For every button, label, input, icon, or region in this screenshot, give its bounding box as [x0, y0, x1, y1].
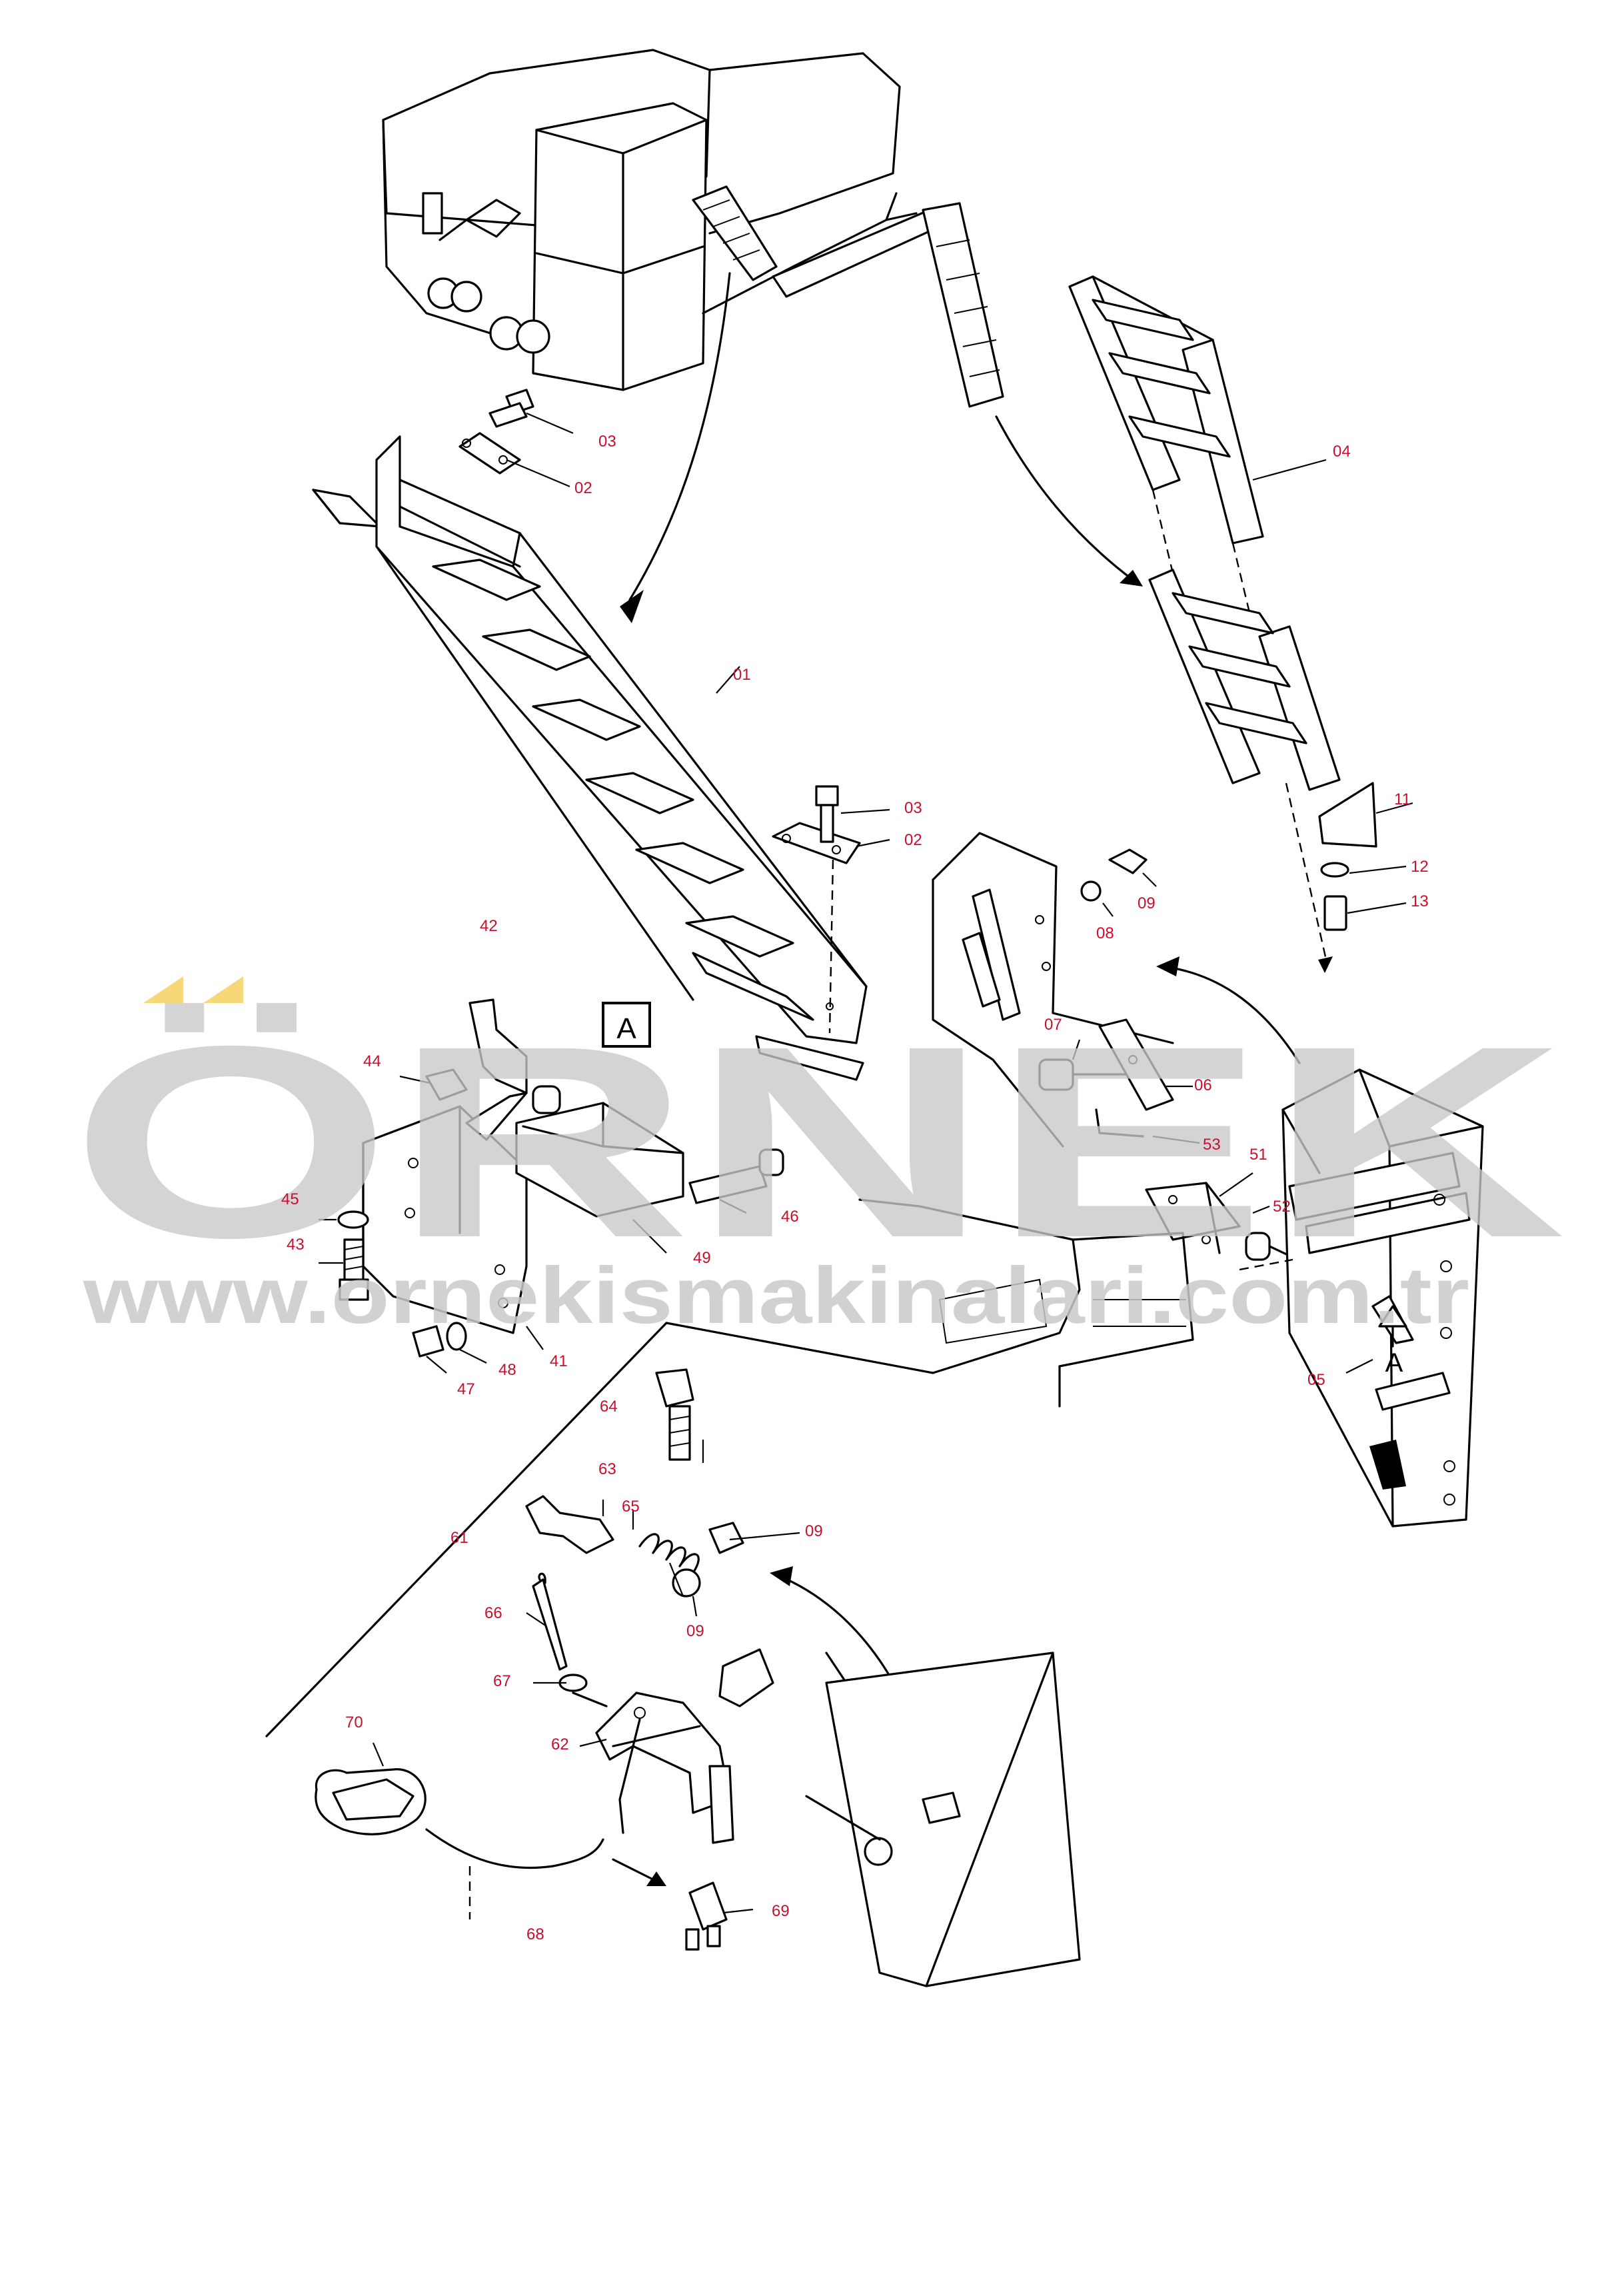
callout-46: 46 [781, 1208, 799, 1226]
callout-45: 45 [281, 1190, 299, 1208]
callout-53: 53 [1203, 1136, 1221, 1154]
callout-66: 66 [484, 1604, 502, 1622]
callout-09: 09 [805, 1522, 823, 1540]
callout-09: 09 [1138, 894, 1156, 912]
callout-68: 68 [526, 1925, 544, 1943]
callout-61: 61 [450, 1529, 468, 1547]
callout-13: 13 [1411, 892, 1429, 910]
machine-body [382, 49, 1004, 408]
box-mount [319, 998, 784, 1374]
callout-63: 63 [598, 1460, 616, 1478]
callout-70: 70 [345, 1714, 363, 1731]
post-view-marker: A [1385, 1348, 1403, 1378]
callout-04: 04 [1333, 443, 1351, 461]
callout-62: 62 [551, 1735, 569, 1753]
watermark-url: www.ornekismakinalari.com.tr [83, 1251, 1469, 1340]
callout-09: 09 [686, 1622, 704, 1640]
callout-02: 02 [904, 831, 922, 849]
callout-47: 47 [457, 1380, 475, 1398]
callout-67: 67 [493, 1672, 511, 1690]
callout-12: 12 [1411, 858, 1429, 876]
callout-51: 51 [1249, 1146, 1267, 1164]
callout-08: 08 [1096, 924, 1114, 942]
ladder-lower [1148, 569, 1413, 973]
watermark-brand: ÖRNEK [70, 989, 1566, 1294]
callout-43: 43 [287, 1236, 305, 1254]
ladder-04 [1068, 275, 1327, 627]
callout-02: 02 [574, 479, 592, 497]
callout-05: 05 [1307, 1371, 1325, 1389]
platform [858, 1198, 1194, 1408]
callout-42: 42 [480, 917, 498, 935]
lower-assembly [265, 1322, 1081, 1987]
callout-65: 65 [622, 1498, 640, 1516]
callout-11: 11 [1394, 790, 1411, 808]
callout-06: 06 [1194, 1076, 1212, 1094]
callout-69: 69 [772, 1902, 790, 1920]
callout-48: 48 [498, 1361, 516, 1379]
callout-64: 64 [600, 1398, 618, 1416]
callout-41: 41 [550, 1352, 568, 1370]
callout-52: 52 [1273, 1198, 1291, 1216]
callout-03: 03 [904, 799, 922, 817]
callout-arrows [620, 272, 1301, 1801]
post-05 [1239, 1068, 1484, 1528]
callout-01: 01 [733, 666, 751, 684]
callout-03: 03 [598, 433, 616, 451]
callout-49: 49 [693, 1249, 711, 1267]
upper-bracket [932, 832, 1200, 1148]
callout-labels: 01 02 02 03 03 04 05 06 07 08 09 09 09 1… [281, 433, 1429, 1943]
main-stair-01 [312, 435, 868, 1081]
watermark: ÖRNEK www.ornekismakinalari.com.tr [70, 976, 1566, 1340]
callout-07: 07 [1044, 1016, 1062, 1034]
bolt-washer-mid [772, 785, 890, 864]
callout-44: 44 [363, 1052, 381, 1070]
bolt-washer-top [458, 389, 574, 488]
view-marker-label: A [616, 1012, 636, 1045]
